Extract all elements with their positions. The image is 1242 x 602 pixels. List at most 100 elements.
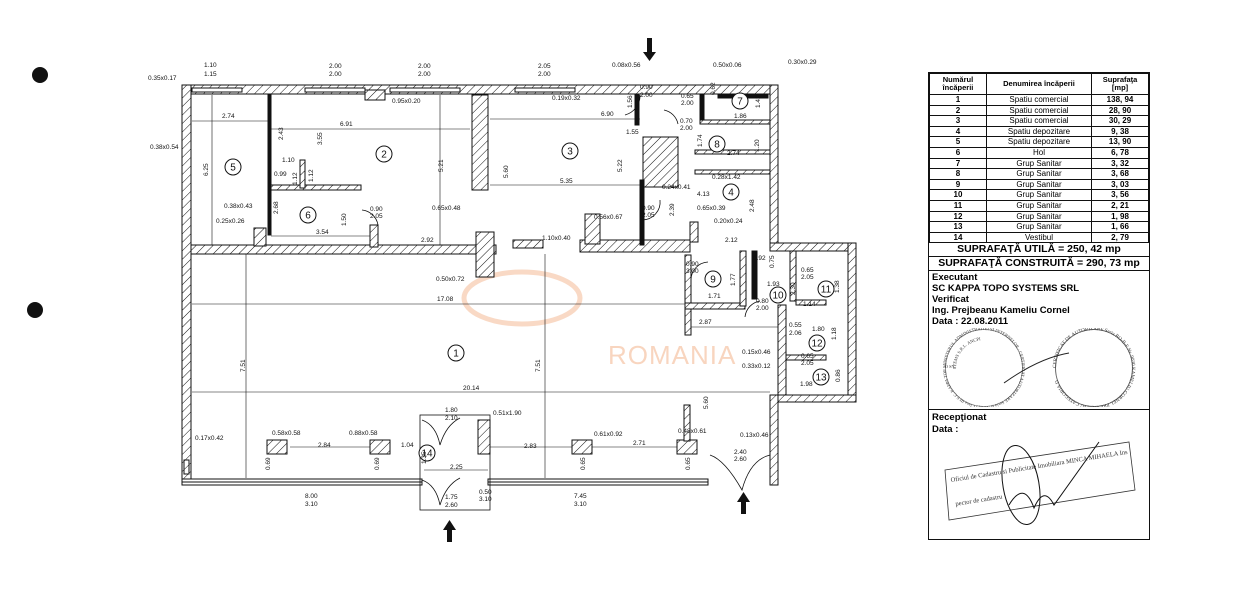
built-area: SUPRAFAŢĂ CONSTRUITĂ = 290, 73 mp: [929, 257, 1149, 272]
dimension-label: 1.71: [708, 293, 721, 300]
room-number-circle: [299, 206, 317, 224]
dimension-label: 1.50: [341, 213, 348, 226]
room-area-cell: 3, 68: [1091, 168, 1149, 180]
reception-date: Data :: [932, 424, 959, 436]
room-number-cell: 4: [929, 125, 987, 138]
dimension-label: 2.84: [318, 442, 331, 449]
signature-loop: [1001, 445, 1041, 526]
dimension-label: 2.05: [801, 274, 814, 281]
dimension-label: 7.51: [240, 359, 247, 372]
dimension-label: 0.61x0.92: [594, 431, 623, 438]
room-name-cell: Grup Sanitar: [985, 178, 1093, 191]
dimension-label: 1.77: [730, 273, 737, 286]
dimension-label: 8.00: [305, 493, 318, 500]
dimension-label: 5.60: [503, 165, 510, 178]
dimension-label: 0.28x1.42: [712, 174, 741, 181]
entrance-arrows: [443, 38, 750, 542]
room-number-circle: [418, 444, 436, 462]
dimension-label: 0.30x0.29: [788, 59, 817, 66]
room-number-circle: [812, 368, 830, 386]
dimension-label: 1.10: [282, 157, 295, 164]
dimension-label: 0.86: [835, 369, 842, 382]
col-area: Suprafaţa [mp]: [1091, 73, 1149, 95]
dimension-label: 0.80: [756, 298, 769, 305]
dimension-label: 3.55: [317, 132, 324, 145]
dimension-label: 1.98: [800, 381, 813, 388]
room-number: 9: [710, 275, 716, 286]
room-number: 11: [821, 285, 832, 296]
room-number: 13: [815, 373, 827, 384]
room-number-circle: [769, 286, 787, 304]
dimension-label: 0.62: [710, 82, 717, 95]
room-name-cell: Spatiu comercial: [985, 115, 1093, 127]
reception-section: Recepţionat Data : Oficiul de Cadastru s…: [929, 410, 1149, 544]
dimension-label: 2.05: [642, 212, 655, 219]
dimension-label: 2.00: [681, 100, 694, 107]
dimension-label: 1.04: [401, 442, 414, 449]
signature-stroke: [1008, 442, 1100, 510]
dimension-label: 6.90: [601, 111, 614, 118]
dimension-label: 1.35: [421, 451, 428, 464]
room-number-cell: 10: [929, 189, 987, 201]
room-number-cell: 2: [929, 104, 987, 117]
room-area-cell: 2, 79: [1091, 231, 1149, 244]
dimension-label: 1.80: [812, 326, 825, 333]
dimension-label: 2.87: [699, 319, 712, 326]
dimension-label: 1.12: [292, 172, 299, 185]
room-name-cell: Spatiu depozitare: [985, 136, 1093, 148]
authorization-stamps: MINISTERUL ADMINISTRATIEI SI INTERNELOR …: [942, 328, 1135, 408]
dimension-label: 0.69: [265, 457, 272, 470]
binder-hole: [32, 67, 48, 83]
dimension-label: 7.45: [574, 493, 587, 500]
room-area-cell: 138, 94: [1091, 94, 1149, 106]
rooms-table: Numărul încăperii Denumirea încăperii Su…: [929, 73, 1149, 244]
room-number-circle: [722, 183, 740, 201]
dimension-label: 1.20: [754, 139, 761, 152]
dimension-label: 0.17x0.42: [195, 435, 224, 442]
dimension-label: 1.93: [767, 281, 780, 288]
reception-label: Recepţionat: [932, 412, 987, 424]
room-number: 8: [714, 140, 720, 151]
room-number-circle: [375, 145, 393, 163]
room-area-cell: 9, 38: [1091, 125, 1149, 138]
dimension-label: 2.74: [222, 113, 235, 120]
dimension-label: 0.19x0.32: [552, 95, 581, 102]
room-area-cell: 1, 98: [1091, 210, 1149, 223]
dimension-label: 1.18: [831, 327, 838, 340]
dimension-label: 0.65x0.48: [432, 205, 461, 212]
room-number: 3: [567, 147, 573, 158]
ministry-stamp-text-path: MINISTERUL ADMINISTRATIEI SI INTERNELOR …: [942, 328, 1026, 407]
dimension-label: 1.56: [627, 95, 634, 108]
dimension-label: 1.86: [734, 113, 747, 120]
dimension-label: 2.00: [418, 63, 431, 70]
dimension-label: 0.90: [640, 84, 653, 91]
room-number: 1: [453, 349, 459, 360]
dimension-label: 0.65: [801, 267, 814, 274]
dimension-label: 0.90: [686, 261, 699, 268]
doors: [361, 94, 771, 511]
dimension-label: 1.10: [204, 62, 217, 69]
dimension-label: 2.00: [680, 125, 693, 132]
walls: [181, 84, 857, 486]
room-number: 10: [772, 291, 784, 302]
dimension-label: 0.99: [274, 171, 287, 178]
room-number-circle: [808, 334, 826, 352]
dimension-label: 3.10: [479, 496, 492, 503]
dimension-label: 0.56x0.67: [594, 214, 623, 221]
dimension-label: 2.00: [329, 63, 342, 70]
dimension-label: 2.74: [727, 150, 740, 157]
col-number: Numărul încăperii: [929, 73, 987, 95]
dimension-label: 1.42: [755, 95, 762, 108]
dimension-label: 0.13x0.46: [740, 432, 769, 439]
info-panel: Numărul încăperii Denumirea încăperii Su…: [928, 72, 1150, 540]
room-number-cell: 12: [929, 210, 987, 223]
dimension-label: 1.10x0.40: [542, 235, 571, 242]
room-number: 12: [811, 339, 823, 350]
dimension-label: 0.90: [642, 205, 655, 212]
dimension-label: 1.12: [308, 169, 315, 182]
